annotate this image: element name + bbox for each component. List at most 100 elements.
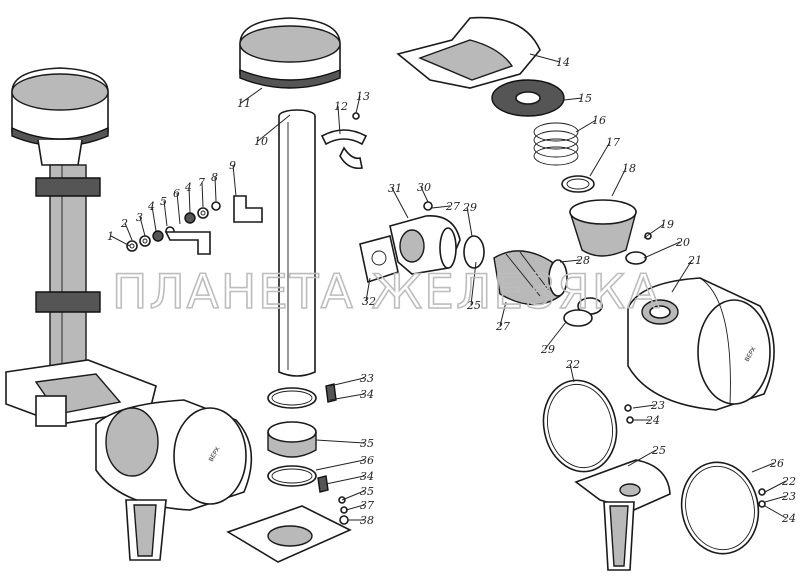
leader-line (176, 192, 181, 225)
callout-15: 15 (578, 92, 592, 105)
leader-line (431, 205, 451, 209)
watermark: ПЛАНЕТА ЖЕЛЕЗЯКА (112, 265, 661, 320)
leader-line (643, 241, 681, 259)
leader-line (325, 475, 365, 485)
callout-8: 8 (211, 171, 218, 184)
callout-35: 35 (360, 485, 374, 498)
leader-line (315, 459, 365, 471)
callout-29: 29 (462, 201, 477, 214)
callout-36: 36 (360, 454, 374, 467)
leader-line (575, 119, 597, 133)
callout-25: 25 (651, 444, 666, 457)
leader-line (163, 200, 168, 227)
leader-line (391, 187, 409, 219)
callout-14: 14 (556, 56, 570, 69)
callout-31: 31 (388, 182, 402, 195)
callout-26: 26 (769, 457, 784, 470)
callout-10: 10 (254, 135, 268, 148)
leader-line (466, 206, 473, 237)
leader-line (627, 449, 657, 467)
callout-16: 16 (592, 114, 606, 127)
leader-line (232, 164, 237, 197)
leader-line (240, 87, 263, 104)
callout-34: 34 (360, 388, 374, 401)
leader-line (329, 393, 365, 401)
callout-24: 24 (781, 512, 796, 525)
leader-line (201, 181, 204, 208)
callout-1: 1 (107, 230, 114, 243)
leader-line (315, 439, 365, 444)
callout-38: 38 (360, 514, 374, 527)
callout-24: 24 (645, 414, 660, 427)
callout-20: 20 (675, 236, 690, 249)
leader-line (671, 259, 693, 293)
callout-35: 35 (360, 437, 374, 450)
leader-line (110, 235, 131, 247)
leader-line (355, 95, 361, 114)
leader-line (124, 222, 133, 241)
fastener-set-1-9 (126, 195, 263, 255)
leader-line (329, 377, 365, 387)
leader-line (151, 205, 157, 232)
callout-2: 2 (120, 217, 128, 230)
callout-3: 3 (136, 211, 143, 224)
leader-line (341, 490, 365, 501)
callout-17: 17 (606, 136, 620, 149)
center-column-parts (226, 17, 352, 563)
callout-27: 27 (445, 200, 460, 213)
callout-22: 22 (565, 358, 580, 371)
leader-line (764, 495, 787, 503)
elbow-hose-group (359, 201, 603, 327)
callout-27: 27 (495, 320, 510, 333)
filter-body-21: ВЕРХ (627, 277, 775, 411)
callout-28: 28 (575, 254, 590, 267)
callout-11: 11 (237, 97, 251, 110)
leader-line (529, 53, 561, 63)
callout-32: 32 (362, 295, 376, 308)
leader-line (563, 97, 583, 101)
callout-23: 23 (781, 490, 796, 503)
leader-line (559, 259, 581, 263)
leader-lines (110, 53, 787, 521)
leader-line (365, 277, 371, 302)
callout-29: 29 (540, 343, 555, 356)
leader-line (764, 505, 787, 519)
leader-line (345, 504, 365, 511)
callout-19: 19 (660, 218, 674, 231)
leader-line (632, 404, 656, 409)
right-upper-parts (396, 16, 652, 265)
leader-line (569, 363, 575, 383)
leader-line (139, 216, 146, 237)
callout-30: 30 (417, 181, 431, 194)
callout-4: 4 (147, 200, 155, 213)
callout-7: 7 (198, 176, 205, 189)
callout-4: 4 (184, 181, 192, 194)
leader-line (611, 167, 627, 197)
leader-line (188, 186, 191, 214)
leader-line (544, 321, 567, 350)
callout-22: 22 (781, 475, 796, 488)
leader-line (214, 176, 217, 202)
leader-line (589, 141, 611, 177)
leader-line (420, 186, 429, 203)
callout-12: 12 (334, 100, 348, 113)
leader-line (337, 105, 341, 135)
leader-line (764, 480, 787, 493)
assembled-air-cleaner-left: ВЕРХ (5, 67, 253, 561)
leader-line (751, 462, 775, 473)
callout-23: 23 (650, 399, 665, 412)
leader-line (470, 261, 477, 306)
leader-line (643, 223, 665, 239)
callout-25: 25 (466, 299, 481, 312)
pipe-bracket-12-13 (320, 112, 368, 170)
callout-33: 33 (360, 372, 374, 385)
straps-and-bracket (542, 379, 766, 571)
callout-9: 9 (229, 159, 236, 172)
callout-21: 21 (687, 254, 702, 267)
callout-6: 6 (173, 187, 180, 200)
callout-18: 18 (622, 162, 636, 175)
callout-13: 13 (356, 90, 370, 103)
callout-37: 37 (360, 499, 374, 512)
